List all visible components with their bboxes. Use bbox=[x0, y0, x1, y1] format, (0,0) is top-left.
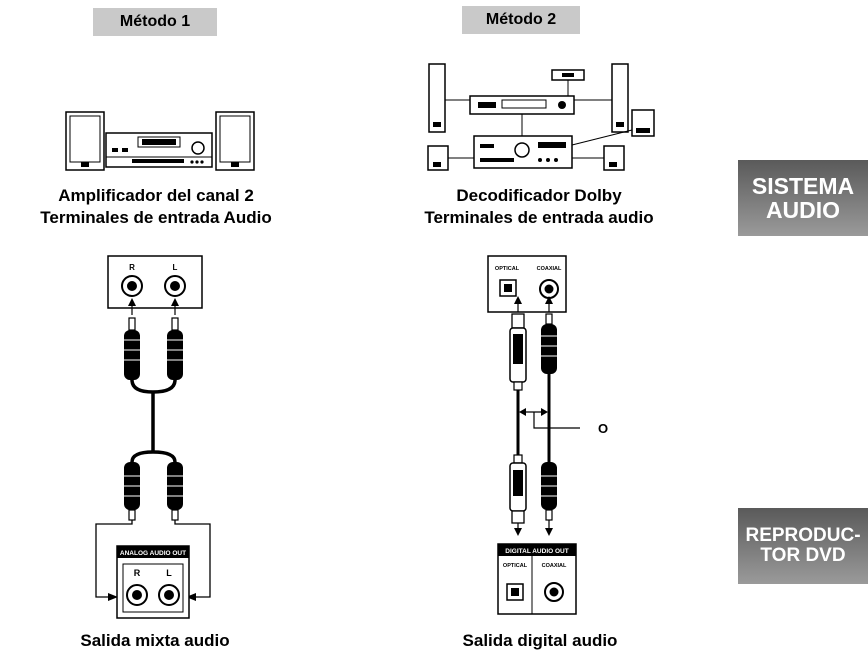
or-indicator: O bbox=[519, 408, 608, 436]
rca-plugs-top bbox=[124, 317, 183, 380]
input-jack-l-label: L bbox=[173, 263, 178, 272]
audio-system-line2: AUDIO bbox=[765, 197, 841, 223]
dvd-player-tab: REPRODUC- TOR DVD bbox=[738, 508, 868, 584]
coaxial-cable bbox=[541, 313, 557, 521]
method-2-bottom-caption: Salida digital audio bbox=[462, 631, 618, 650]
dvd-player-line2: TOR DVD bbox=[760, 545, 846, 566]
method-2-tab: Método 2 bbox=[462, 6, 580, 34]
dvd-player-line1: REPRODUC- bbox=[745, 525, 861, 547]
rca-plugs-bottom bbox=[124, 462, 183, 521]
method-2-label: Método 2 bbox=[485, 11, 557, 28]
digital-output-panel: DIGITAL AUDIO OUT OPTICAL COAXIAL bbox=[497, 543, 577, 615]
audio-system-tab: SISTEMA AUDIO bbox=[738, 160, 868, 236]
method-1-device-caption: Amplificador del canal 2 Terminales de e… bbox=[0, 185, 312, 229]
digital-output-title: DIGITAL AUDIO OUT bbox=[505, 548, 568, 555]
input-coaxial-label: COAXIAL bbox=[537, 266, 562, 272]
input-optical-label: OPTICAL bbox=[495, 266, 520, 272]
input-jack-r-label: R bbox=[129, 263, 135, 272]
digital-input-panel: OPTICAL COAXIAL bbox=[487, 255, 567, 313]
method-1-label: Método 1 bbox=[119, 13, 191, 30]
home-theater-illustration bbox=[427, 63, 655, 171]
method-1-bottom-caption: Salida mixta audio bbox=[80, 631, 230, 650]
analog-output-panel: ANALOG AUDIO OUT R L bbox=[116, 545, 190, 619]
method-1-tab: Método 1 bbox=[93, 8, 217, 36]
method-2-caption-line1: Decodificador Dolby bbox=[456, 186, 622, 205]
audio-system-line1: SISTEMA bbox=[751, 172, 855, 199]
method-1-caption-line1: Amplificador del canal 2 bbox=[58, 186, 254, 205]
method-2-device-caption: Decodificador Dolby Terminales de entrad… bbox=[380, 185, 698, 229]
analog-output-title: ANALOG AUDIO OUT bbox=[120, 550, 186, 557]
analog-input-panel: R L bbox=[107, 255, 203, 309]
output-optical-label: OPTICAL bbox=[503, 563, 528, 569]
method-2-caption-line2: Terminales de entrada audio bbox=[424, 208, 654, 227]
output-jack-r-label: R bbox=[134, 568, 141, 578]
or-label: O bbox=[598, 421, 608, 436]
method-1-caption-line2: Terminales de entrada Audio bbox=[40, 208, 272, 227]
output-coaxial-label: COAXIAL bbox=[542, 563, 567, 569]
output-jack-l-label: L bbox=[166, 568, 172, 578]
stereo-amplifier-illustration bbox=[65, 111, 255, 171]
optical-cable bbox=[509, 313, 527, 524]
